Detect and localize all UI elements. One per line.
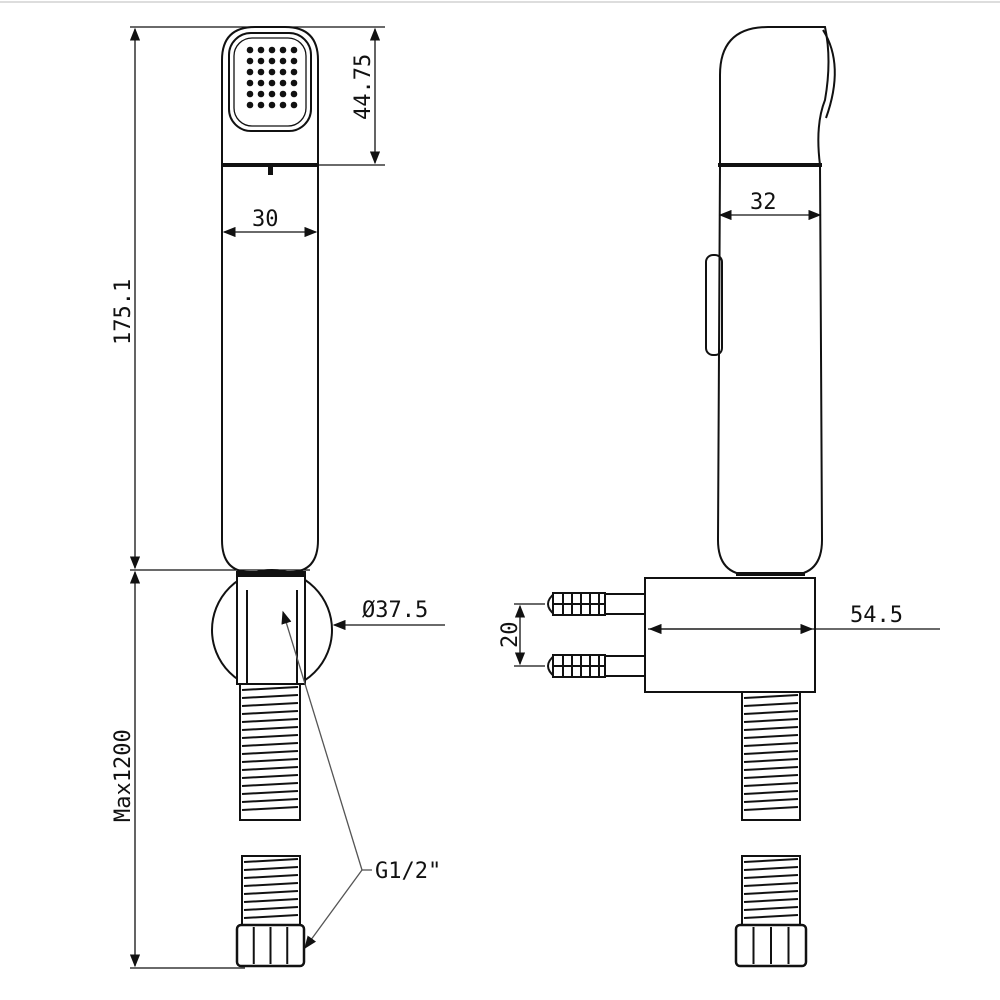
dim-side-width: 32: [750, 190, 777, 215]
dim-bracket-depth: 54.5: [850, 603, 903, 628]
dim-anchor-spacing: 20: [498, 622, 523, 649]
spray-nozzle-grid: [246, 46, 298, 109]
side-hose-nut: [734, 923, 808, 968]
trigger-button: [705, 254, 723, 356]
dim-holder-diameter: Ø37.5: [362, 598, 428, 623]
hose-upper: [239, 683, 301, 821]
wall-bracket: [644, 577, 816, 693]
dim-hose-length: Max1200: [111, 729, 136, 822]
wall-anchors: [547, 592, 646, 678]
hose-nut: [235, 923, 306, 968]
side-hose-lower: [741, 855, 801, 927]
thread-label: G1/2": [375, 859, 441, 884]
spray-face: [228, 32, 312, 132]
side-hose-upper: [741, 691, 801, 821]
side-view: 32 54.5 20: [498, 26, 940, 968]
side-handset-body: [716, 26, 830, 576]
dim-total-height: 175.1: [111, 279, 136, 345]
hose-lower: [241, 855, 301, 927]
front-handset-body: [221, 26, 319, 573]
dim-head-height: 44.75: [351, 54, 376, 120]
front-view: 44.75 30 175.1 Max1200 Ø37.5 G1/2": [111, 26, 445, 969]
dim-front-width: 30: [252, 207, 279, 232]
